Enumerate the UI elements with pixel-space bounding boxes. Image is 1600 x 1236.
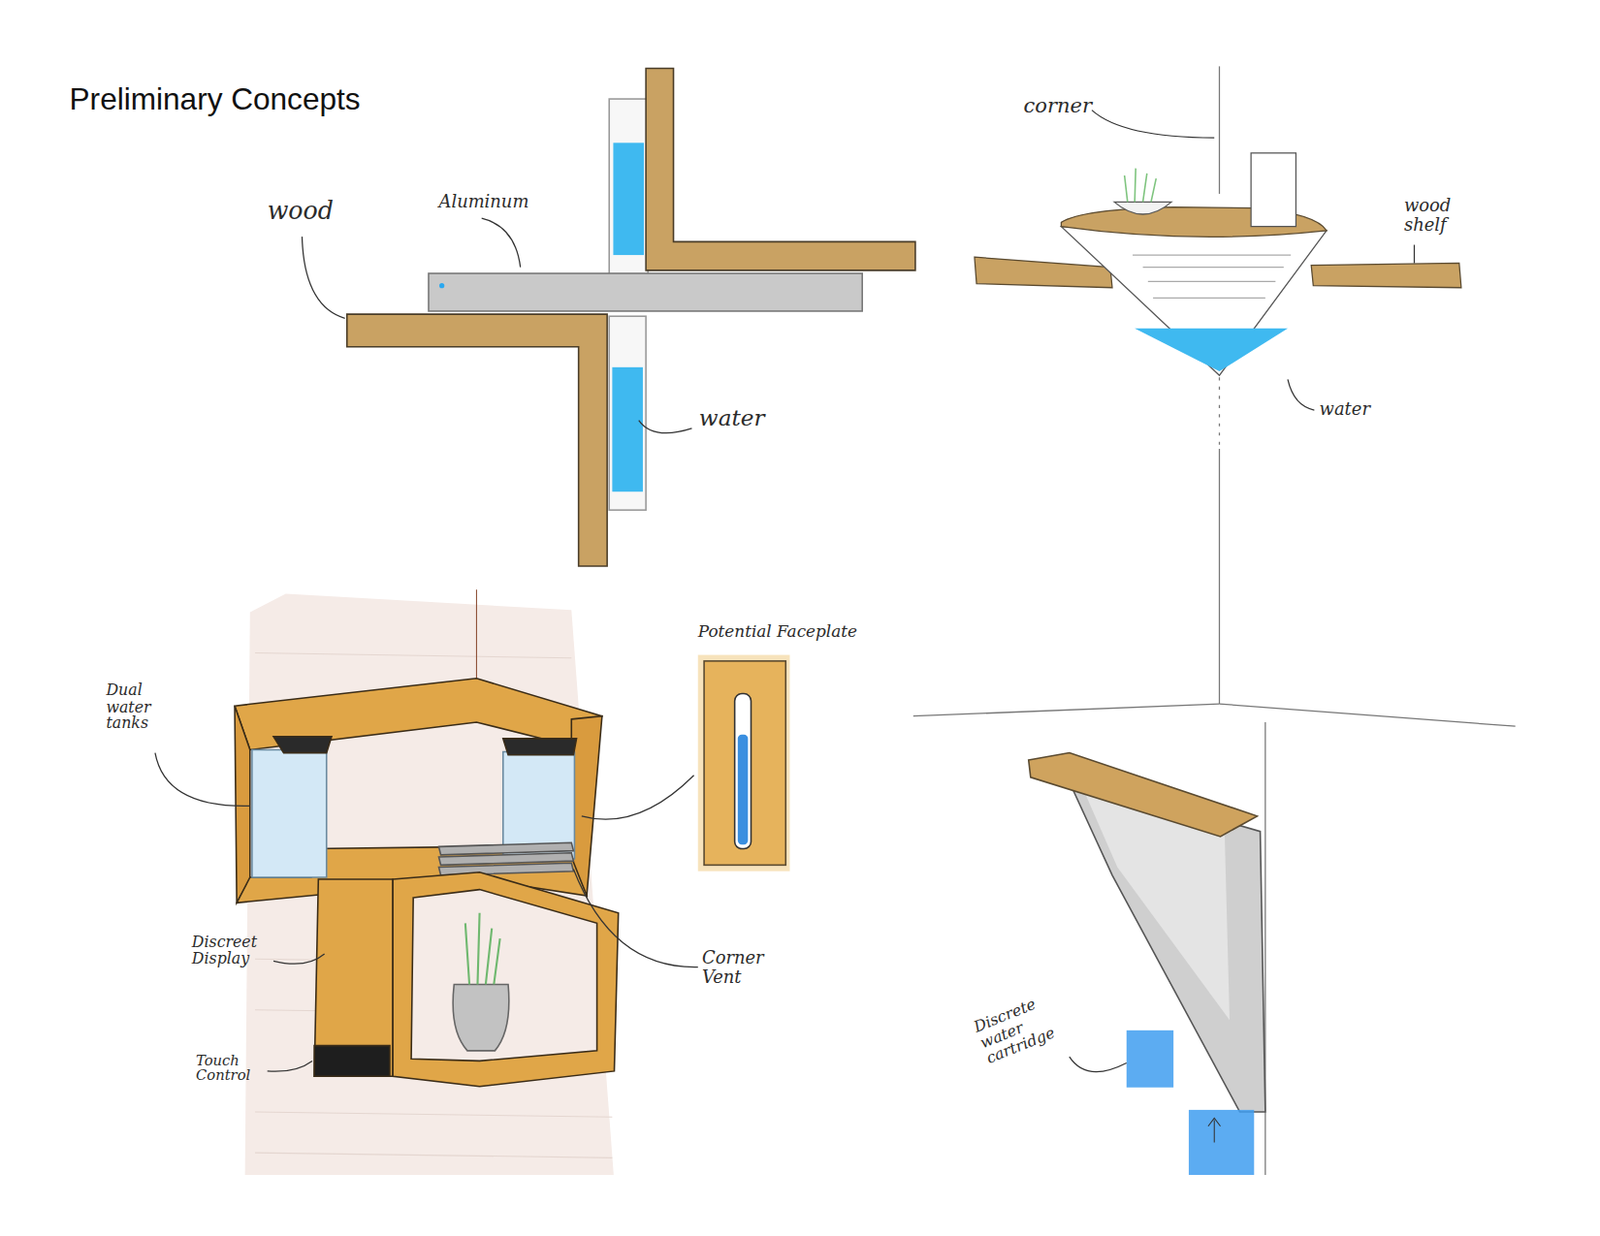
sketch-annotation: wood <box>267 197 334 225</box>
sketch-annotation: Discrete water cartridge <box>971 978 1095 1068</box>
text-layer: Preliminary Concepts wood Aluminum water cor… <box>0 0 1600 1176</box>
sketch-annotation: Aluminum <box>438 192 529 212</box>
page-title: Preliminary Concepts <box>69 81 361 117</box>
cross-concept <box>347 68 916 568</box>
sketch-annotation: water <box>699 406 766 431</box>
sketch-annotation: Corner Vent <box>702 949 780 988</box>
corner-shelf-concept <box>913 65 1516 1176</box>
bracket-concept <box>1028 753 1266 1176</box>
sketch-annotation: corner <box>1023 94 1092 117</box>
sheet: Preliminary Concepts wood Aluminum water cor… <box>0 0 1600 1176</box>
sketch-annotation: Potential Faceplate <box>698 622 858 641</box>
sketch-annotation: Dual water tanks <box>105 681 169 733</box>
concept-sketches <box>0 0 1600 1176</box>
sketch-annotation: Touch Control <box>195 1053 261 1085</box>
sketch-annotation: Discreet Display <box>192 933 270 968</box>
leader-lines <box>155 110 1415 1073</box>
sketch-annotation: wood shelf <box>1404 195 1476 234</box>
sketch-annotation: water <box>1319 400 1371 420</box>
corner-unit-concept <box>234 589 790 1176</box>
